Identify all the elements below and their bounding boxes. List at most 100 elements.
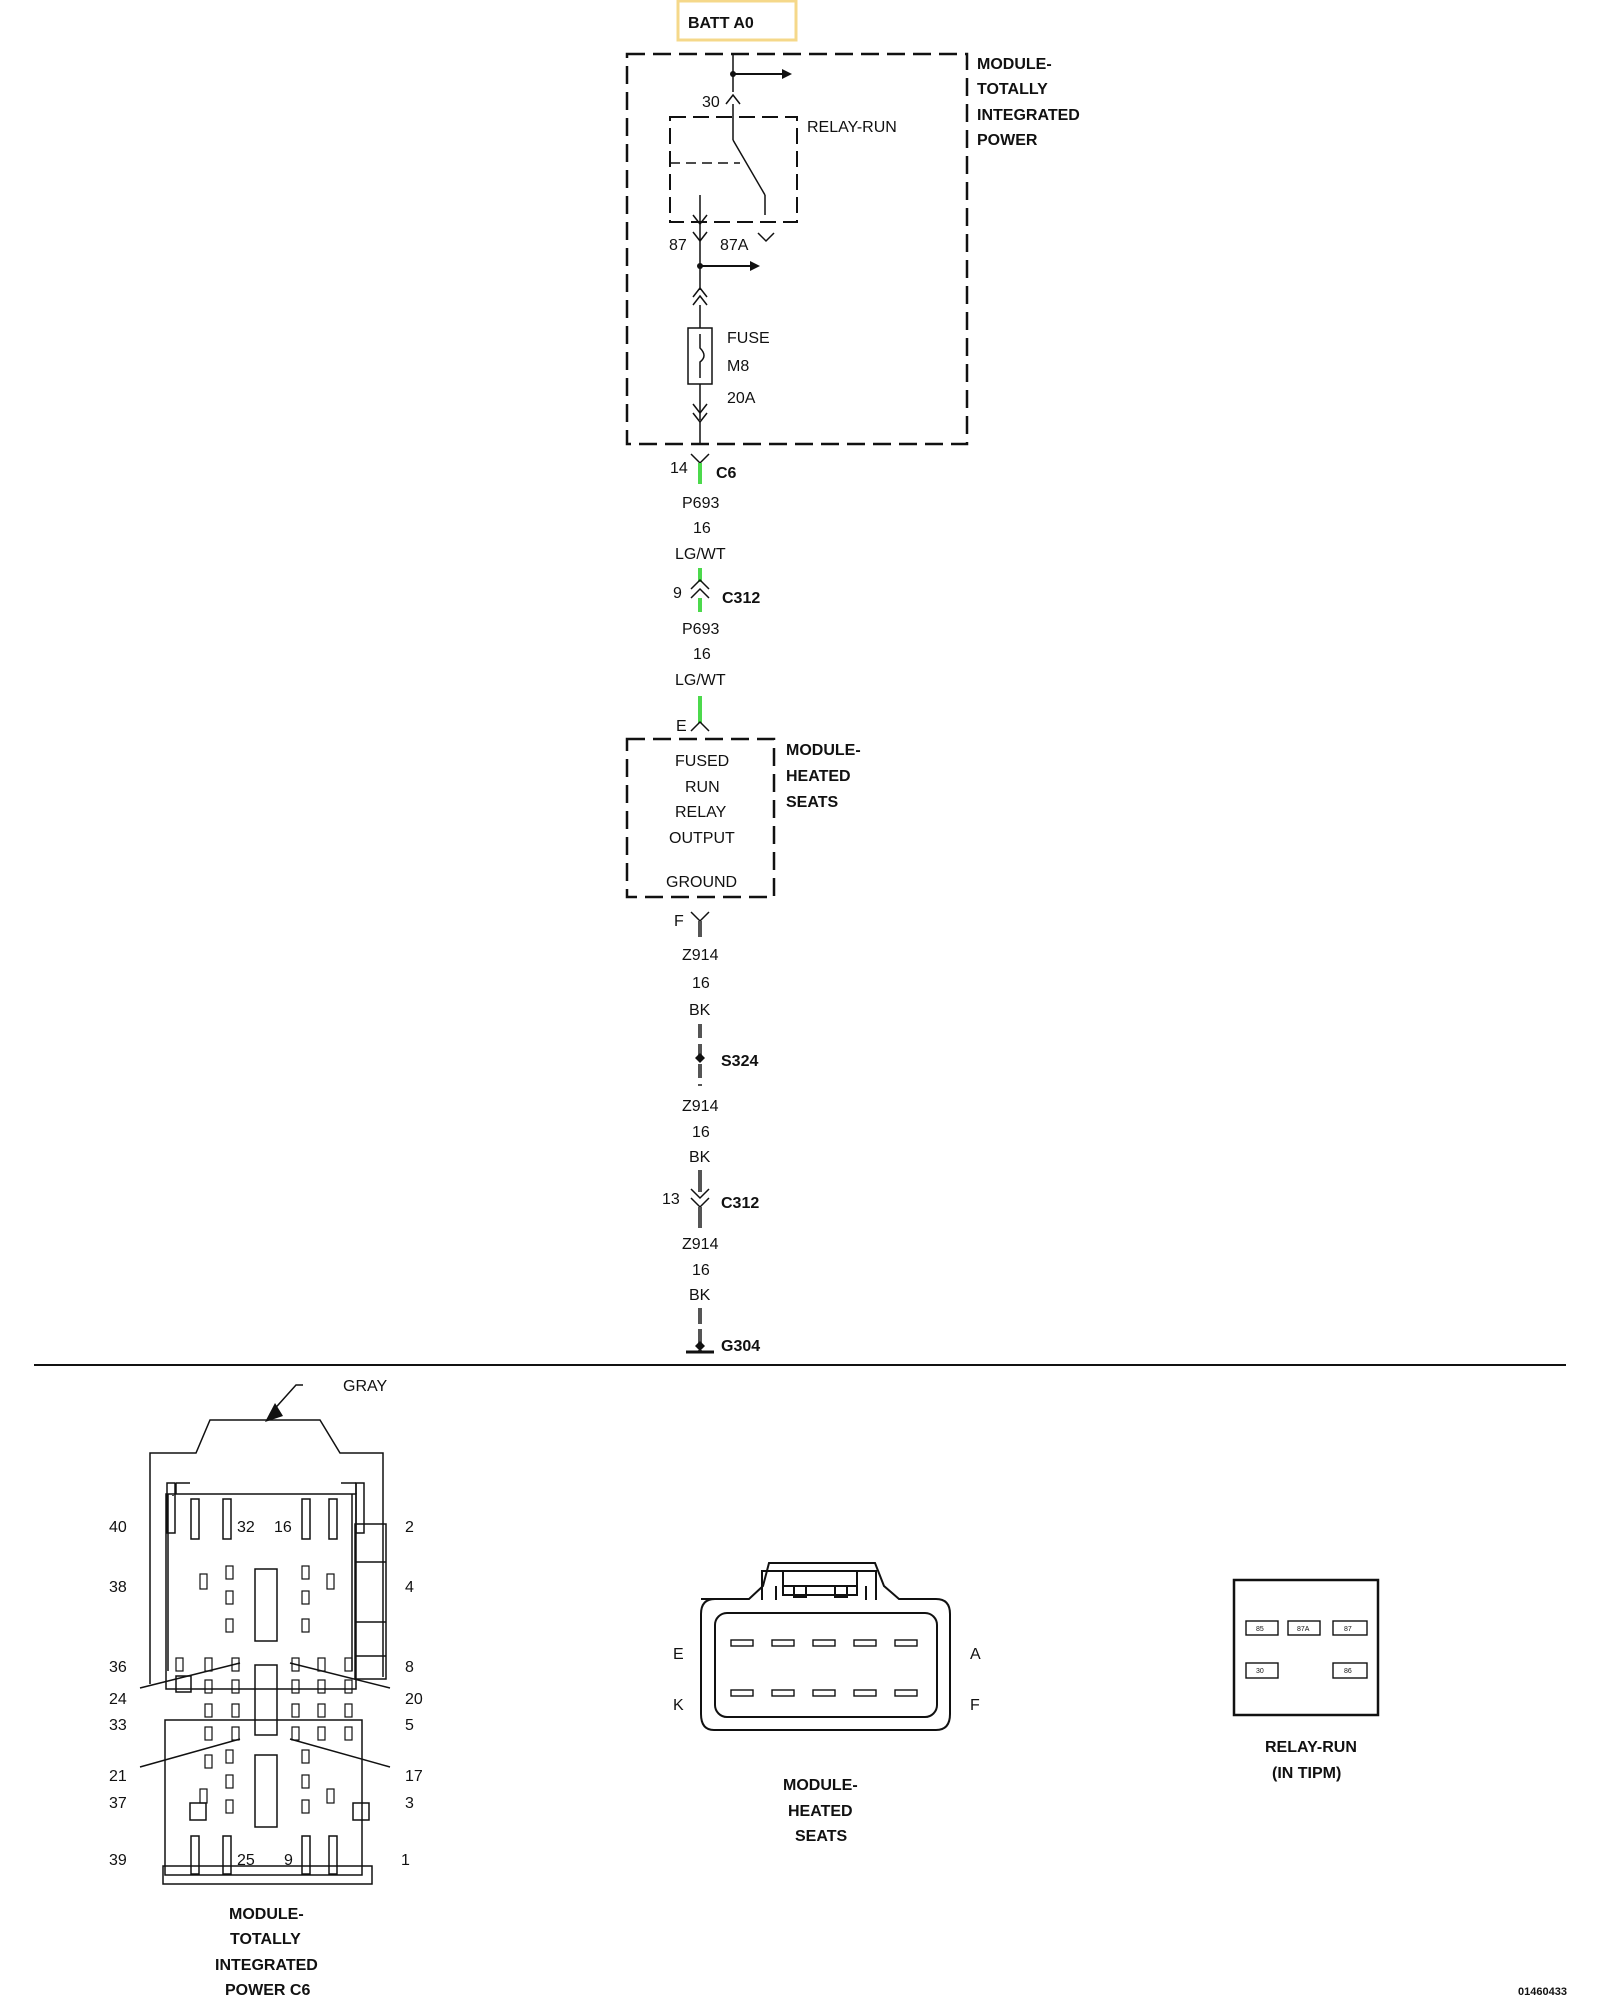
g304-ground-label: G304	[721, 1338, 760, 1355]
fuse-rating: 20A	[727, 390, 756, 407]
relay-caption-1: RELAY-RUN	[1265, 1739, 1357, 1756]
ground-seg2-circuit: Z914	[682, 1098, 719, 1115]
relay-caption-2: (IN TIPM)	[1272, 1765, 1341, 1782]
tipm-pin-38: 38	[109, 1579, 127, 1596]
heated-seats-caption-3: SEATS	[795, 1828, 847, 1845]
s324-splice-label: S324	[721, 1053, 758, 1070]
circuit-run: RUN	[685, 779, 720, 796]
tipm-pin-33: 33	[109, 1717, 127, 1734]
heated-seats-pin-k: K	[673, 1697, 684, 1714]
tipm-title-1: MODULE-	[977, 56, 1052, 73]
pin-f-label: F	[674, 913, 684, 930]
tipm-pin-36: 36	[109, 1659, 127, 1676]
heated-seats-connector-view	[700, 1562, 951, 1731]
c312-ground-pin-number: 13	[662, 1191, 680, 1208]
ground-seg1-color: BK	[689, 1002, 711, 1019]
heated-seats-pin-e: E	[673, 1646, 684, 1663]
tipm-c6-pin-cavities	[175, 1565, 353, 1814]
tipm-title-4: POWER	[977, 132, 1038, 149]
relay-run-label: RELAY-RUN	[807, 119, 897, 136]
tipm-pin-17: 17	[405, 1768, 423, 1785]
tipm-pin-5: 5	[405, 1717, 414, 1734]
ground-seg2-gauge: 16	[692, 1124, 710, 1141]
heated-seats-pin-a: A	[970, 1646, 981, 1663]
tipm-pin-1: 1	[401, 1852, 410, 1869]
pin-e-label: E	[676, 718, 687, 735]
tipm-pin-16: 16	[274, 1519, 292, 1536]
tipm-pin-21: 21	[109, 1768, 127, 1785]
batt-source-label: BATT A0	[688, 15, 754, 32]
heated-seats-pin-cavities	[730, 1639, 918, 1697]
pin-87-label: 87	[669, 237, 687, 254]
tipm-pin-37: 37	[109, 1795, 127, 1812]
tipm-caption-1: MODULE-	[229, 1906, 304, 1923]
ground-seg2-color: BK	[689, 1149, 711, 1166]
tipm-caption-3: INTEGRATED	[215, 1957, 318, 1974]
tipm-pin-25: 25	[237, 1852, 255, 1869]
tipm-internal-wiring	[670, 54, 792, 444]
tipm-pin-24: 24	[109, 1691, 127, 1708]
relay-terminals	[1245, 1620, 1368, 1679]
tipm-pin-3: 3	[405, 1795, 414, 1812]
c6-connector-label: C6	[716, 465, 737, 482]
tipm-node-2	[697, 263, 703, 269]
tipm-pin-32: 32	[237, 1519, 255, 1536]
s324-splice-dot	[695, 1053, 705, 1063]
circuit-fused: FUSED	[675, 753, 729, 770]
gray-callout-arrow	[265, 1403, 283, 1422]
circuit-ground: GROUND	[666, 874, 737, 891]
tipm-title-2: TOTALLY	[977, 81, 1048, 98]
relay-terminal-87: 87	[1344, 1626, 1352, 1633]
feed-seg2-color: LG/WT	[675, 672, 726, 689]
feed-seg1-gauge: 16	[693, 520, 711, 537]
tipm-node-1	[730, 71, 736, 77]
pin-e-connector-symbol	[690, 720, 710, 732]
tipm-pin-2: 2	[405, 1519, 414, 1536]
pin-30-label: 30	[702, 94, 720, 111]
c312-feed-pin-number: 9	[673, 585, 682, 602]
c312-ground-connector-label: C312	[721, 1195, 759, 1212]
tipm-caption-2: TOTALLY	[230, 1931, 301, 1948]
heated-seats-title-3: SEATS	[786, 794, 838, 811]
relay-view-outline	[1232, 1578, 1380, 1717]
tipm-pin-4: 4	[405, 1579, 414, 1596]
circuit-output: OUTPUT	[669, 830, 735, 847]
heated-seats-title-1: MODULE-	[786, 742, 861, 759]
circuit-relay: RELAY	[675, 804, 727, 821]
tipm-pin-20: 20	[405, 1691, 423, 1708]
tipm-pin-8: 8	[405, 1659, 414, 1676]
tipm-pin-40: 40	[109, 1519, 127, 1536]
relay-terminal-85: 85	[1256, 1626, 1264, 1633]
heated-seats-title-2: HEATED	[786, 768, 851, 785]
heated-seats-caption-1: MODULE-	[783, 1777, 858, 1794]
tipm-title-3: INTEGRATED	[977, 107, 1080, 124]
batt-source-box	[676, 0, 798, 42]
g304-ground-dot	[695, 1341, 705, 1351]
relay-terminal-87a: 87A	[1297, 1626, 1310, 1633]
tipm-c6-connector-view	[139, 1384, 391, 1885]
heated-seats-pin-f: F	[970, 1697, 980, 1714]
fuse-label: FUSE	[727, 330, 770, 347]
heated-seats-module-outline	[625, 737, 776, 899]
pin-f-connector-symbol	[690, 911, 710, 923]
tipm-pin-9: 9	[284, 1852, 293, 1869]
gray-color-callout: GRAY	[343, 1378, 387, 1395]
feed-seg1-color: LG/WT	[675, 546, 726, 563]
fuse-number: M8	[727, 358, 749, 375]
ground-seg3-gauge: 16	[692, 1262, 710, 1279]
c6-pin-number: 14	[670, 460, 688, 477]
tipm-module-outline	[625, 52, 969, 446]
ground-seg3-color: BK	[689, 1287, 711, 1304]
tipm-pin-39: 39	[109, 1852, 127, 1869]
relay-terminal-86: 86	[1344, 1668, 1352, 1675]
heated-seats-caption-2: HEATED	[788, 1803, 853, 1820]
ground-seg1-gauge: 16	[692, 975, 710, 992]
tipm-caption-4: POWER C6	[225, 1982, 310, 1999]
feed-seg1-circuit: P693	[682, 495, 719, 512]
ground-seg3-circuit: Z914	[682, 1236, 719, 1253]
feed-seg2-circuit: P693	[682, 621, 719, 638]
c6-connector-symbol	[690, 453, 710, 465]
c312-feed-connector-label: C312	[722, 590, 760, 607]
ground-seg1-circuit: Z914	[682, 947, 719, 964]
